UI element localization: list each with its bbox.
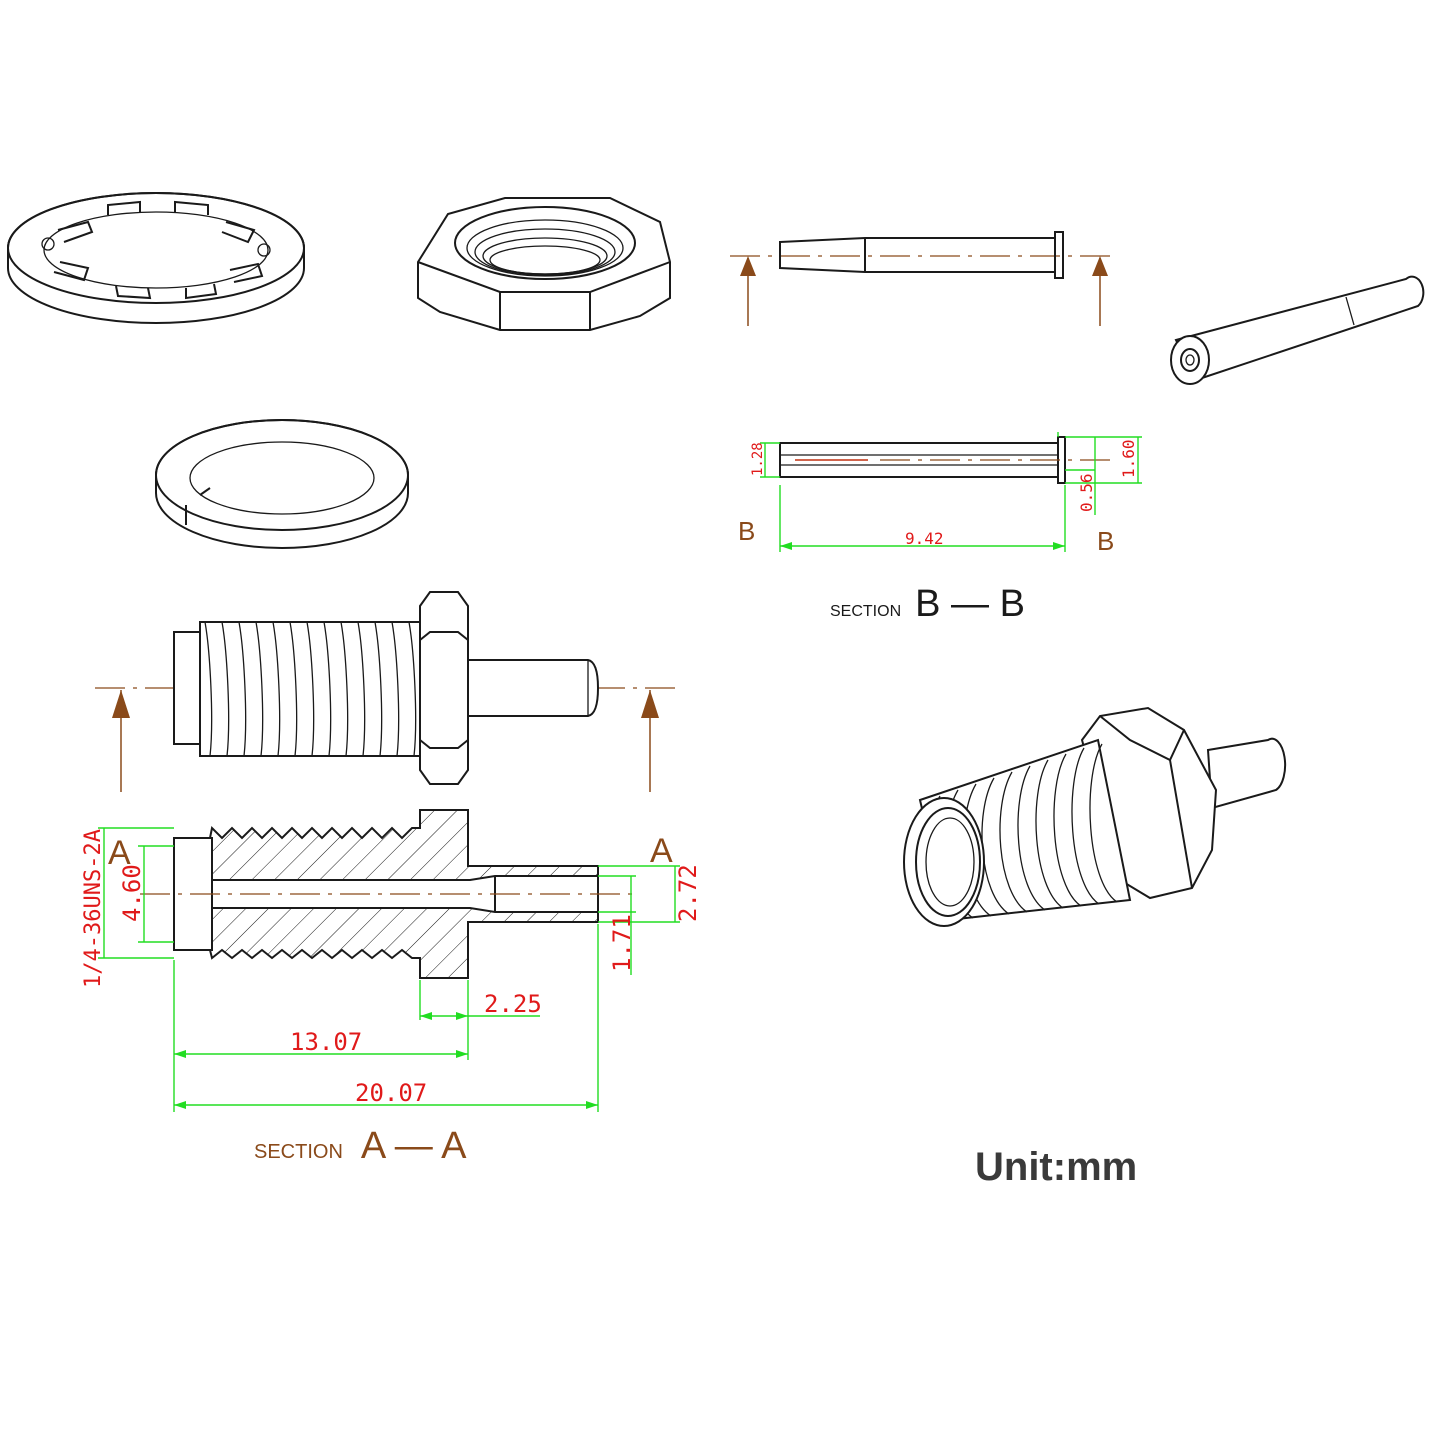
section-aa-prefix: SECTION [254,1141,343,1163]
section-bb-view: 1.28 1.60 0.56 9.42 B B SECTION B — B [738,432,1142,625]
dim-pin-length: 9.42 [905,529,944,548]
unit-label: Unit:mm [975,1145,1137,1189]
dim-thread-spec: 1/4-36UNS-2A [81,829,106,988]
dim-pin-head: 1.60 [1119,439,1138,478]
dim-bore: 4.60 [118,864,146,922]
dim-pin-inner: 1.28 [750,442,766,476]
hex-nut-illustration [417,197,671,331]
spring-washer-illustration [155,419,409,549]
section-bb-label: B — B [915,583,1025,625]
section-bb-title: SECTION B — B [830,583,1025,625]
section-aa-title: SECTION A — A [254,1125,467,1167]
section-bb-cut-left: B [738,516,755,546]
dim-body: 13.07 [290,1028,362,1056]
pin-illustration [1170,275,1425,385]
section-aa-view: 1/4-36UNS-2A 4.60 2.72 1.71 2.25 13.07 2… [81,809,702,1167]
dim-overall: 20.07 [355,1079,427,1107]
section-aa-cut-right: A [650,832,673,870]
dim-pin-head-length: 0.56 [1077,473,1096,512]
connector-side-view [95,591,678,792]
dim-flange: 2.25 [484,990,542,1018]
section-bb-prefix: SECTION [830,603,901,620]
section-aa-label: A — A [361,1125,467,1167]
lock-washer-illustration [7,192,305,324]
dim-pin-outer: 2.72 [674,864,702,922]
section-aa-cut-left: A [108,834,131,872]
dim-pin-inner-aa: 1.71 [608,914,636,972]
section-bb-cut-right: B [1097,526,1114,556]
connector-illustration [903,706,1287,927]
pin-side-view [730,231,1115,326]
